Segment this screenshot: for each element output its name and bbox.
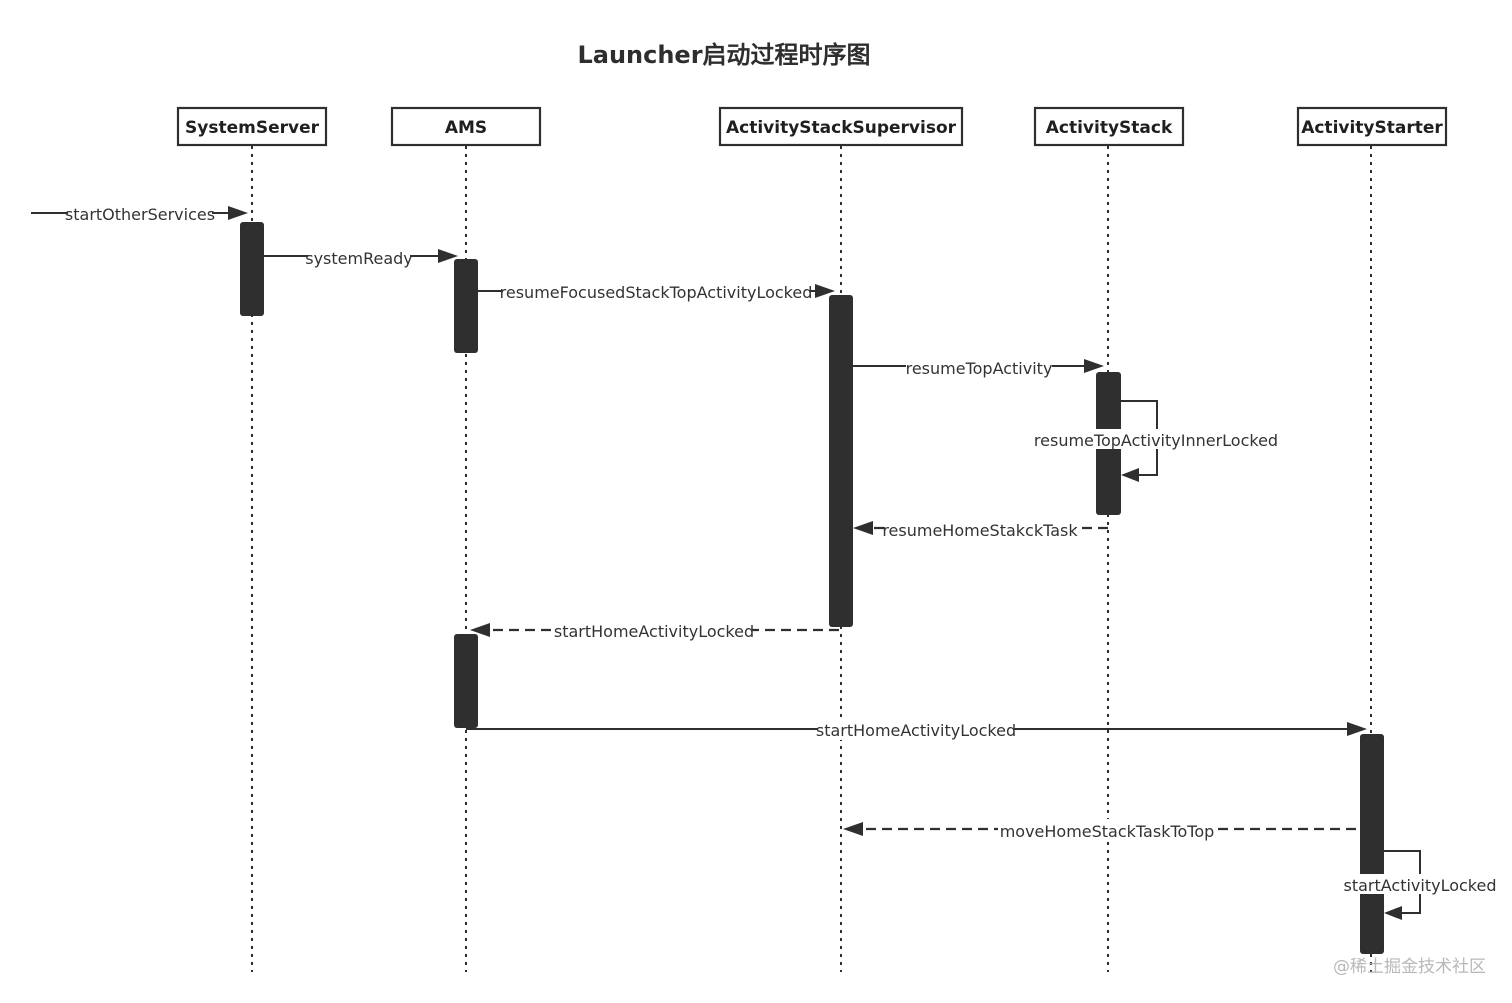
lifelines [251,146,1372,972]
participant-box [1296,106,1448,147]
label-background [998,819,1216,840]
participant-label: AMS [445,118,487,138]
label-background [1346,874,1494,894]
message-systemready: systemReady [264,246,458,268]
message-starthomeactivitylocked-return: startHomeActivityLocked [470,620,839,641]
message-label: startHomeActivityLocked [554,622,754,641]
label-background [906,356,1052,377]
watermark-text: @稀土掘金技术社区 [1333,957,1486,977]
participant-systemserver: SystemServer [176,106,328,147]
arrowhead-icon [853,521,873,535]
message-startactivitylocked: startActivityLocked [1343,850,1497,920]
message-label: resumeFocusedStackTopActivityLocked [500,283,813,302]
participant-box [176,106,328,147]
message-resumetopactivityinnerlocked: resumeTopActivityInnerLocked [1034,400,1278,482]
message-movehomestacktasktotop: moveHomeStackTaskToTop [843,819,1356,841]
label-background [68,203,212,224]
participant-ams: AMS [390,106,542,147]
arrowhead-icon [1384,906,1402,920]
participant-activitystacksupervisor: ActivityStackSupervisor [718,106,964,147]
arrowhead-icon [843,822,863,836]
activation-activitystarter [1360,734,1384,954]
message-resumehomestakcktask: resumeHomeStakckTask [853,518,1108,540]
participant-activitystarter: ActivityStarter [1296,106,1448,147]
label-background [556,620,752,641]
participant-activitystack: ActivityStack [1033,106,1185,147]
participant-box [390,106,542,147]
message-label: startOtherServices [65,205,215,224]
arrowhead-icon [228,206,248,220]
arrowhead-icon [470,623,490,637]
arrowhead-icon [1121,468,1139,482]
message-startotherservices: startOtherServices [31,203,248,224]
arrowhead-icon [438,249,458,263]
message-label: startHomeActivityLocked [816,721,1016,740]
message-starthomeactivitylocked-call: startHomeActivityLocked [466,719,1367,740]
activation-systemserver [240,222,264,316]
label-background [308,246,410,267]
activation-ams-2 [454,634,478,728]
activation-ams-1 [454,259,478,353]
message-label: moveHomeStackTaskToTop [1000,822,1215,841]
activation-activitystacksupervisor [829,295,853,627]
participant-label: ActivityStack [1046,118,1173,138]
participant-box [718,106,964,147]
label-background [503,281,809,302]
activation-bars [240,222,1384,954]
message-resumetopactivity: resumeTopActivity [853,356,1104,378]
participant-label: ActivityStarter [1301,118,1443,138]
label-background [818,719,1014,740]
participant-label: ActivityStackSupervisor [726,118,957,138]
participant-label: SystemServer [185,118,320,138]
message-label: startActivityLocked [1343,876,1496,895]
label-background [885,518,1075,539]
message-resumefocusedstacktopactivitylocked: resumeFocusedStackTopActivityLocked [478,281,835,302]
message-label: resumeTopActivity [906,359,1053,378]
message-label: resumeTopActivityInnerLocked [1034,431,1278,450]
message-label: resumeHomeStakckTask [882,521,1078,540]
diagram-title: Launcher启动过程时序图 [577,41,870,69]
arrowhead-icon [1347,722,1367,736]
label-background [1036,429,1276,449]
participant-box [1033,106,1185,147]
arrowhead-icon [815,284,835,298]
arrowhead-icon [1084,359,1104,373]
message-label: systemReady [305,249,413,268]
